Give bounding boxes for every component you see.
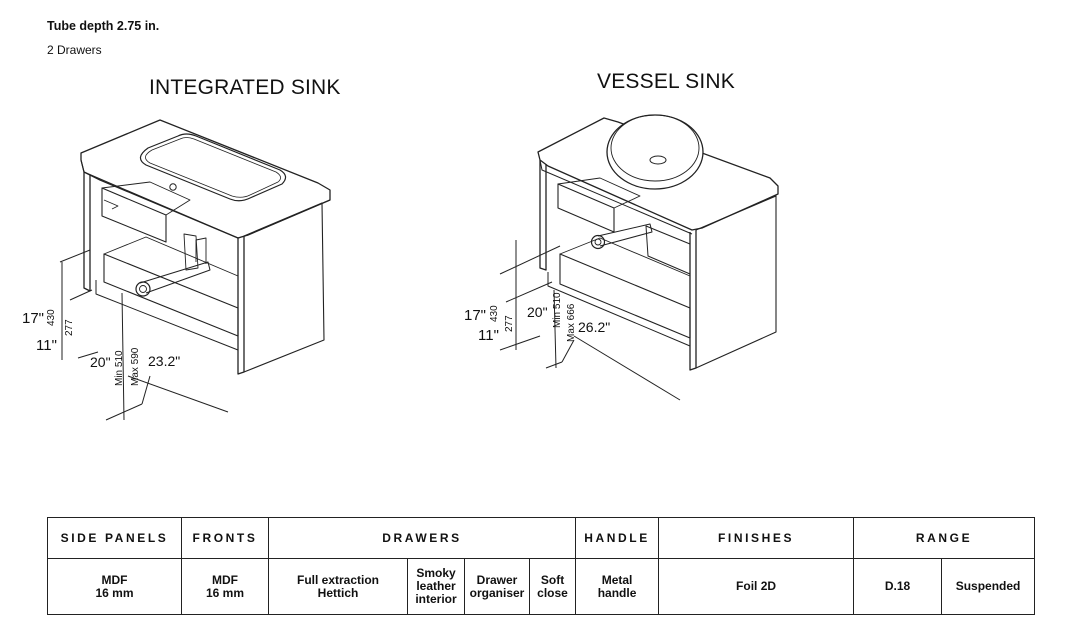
value-line: close <box>537 585 568 600</box>
integrated-countertop <box>80 119 331 239</box>
integrated-right-panel <box>237 236 245 375</box>
header-range: RANGE <box>853 517 1036 559</box>
integrated-dim-max590: Max 590 <box>130 347 141 386</box>
value-drawer-interior: Smoky leather interior <box>407 558 465 615</box>
vessel-dim-277: 277 <box>504 315 515 332</box>
vessel-dim-max666: Max 666 <box>566 303 577 342</box>
header-fronts: FRONTS <box>181 517 269 559</box>
technical-drawings: 17" 11" 430 277 20" Min 510 Max 590 23.2… <box>22 114 779 421</box>
value-line: Soft <box>540 572 565 587</box>
spec-table: SIDE PANELS FRONTS DRAWERS HANDLE FINISH… <box>47 517 1036 615</box>
value-line: 16 mm <box>205 585 245 600</box>
integrated-lower-drawer <box>103 253 239 337</box>
tap-hole <box>169 183 177 191</box>
value-line: interior <box>415 592 457 606</box>
vessel-left-panel <box>539 160 547 271</box>
value-line: MDF <box>212 572 238 587</box>
vessel-right-panel <box>689 230 697 371</box>
value-line: Full extraction <box>296 572 379 587</box>
value-line: Drawer <box>476 572 518 587</box>
vessel-dim-20in: 20" <box>527 304 548 320</box>
value-drawer-organiser: Drawer organiser <box>464 558 530 615</box>
vessel-basin <box>606 114 704 190</box>
integrated-upper-drawer <box>101 187 167 243</box>
vessel-dim-430: 430 <box>489 305 500 322</box>
integrated-dim-min510: Min 510 <box>114 350 125 386</box>
vessel-drain-pipe <box>597 223 653 247</box>
tube-depth-note: Tube depth 2.75 in. <box>47 19 160 33</box>
value-line: organiser <box>469 585 525 600</box>
value-line: leather <box>416 579 456 593</box>
value-fronts: MDF 16 mm <box>181 558 269 615</box>
integrated-dim-23-2in: 23.2" <box>148 353 180 369</box>
value-line: MDF <box>101 572 128 587</box>
vessel-dim-min510: Min 510 <box>552 292 563 328</box>
value-side-panels: MDF 16 mm <box>47 558 182 615</box>
spec-header-row: SIDE PANELS FRONTS DRAWERS HANDLE FINISH… <box>47 517 1036 559</box>
integrated-basin <box>139 133 287 202</box>
vessel-sink-title: VESSEL SINK <box>597 70 735 93</box>
value-line: handle <box>597 585 637 600</box>
integrated-dim-17in: 17" <box>22 310 44 327</box>
value-range-code: D.18 <box>853 558 943 615</box>
value-drawer-close: Soft close <box>528 558 577 615</box>
vessel-dim-17in: 17" <box>464 307 486 324</box>
header-handle: HANDLE <box>575 517 660 559</box>
drawers-count-note: 2 Drawers <box>47 43 102 57</box>
integrated-dim-20in: 20" <box>90 354 111 370</box>
integrated-dim-11in: 11" <box>36 337 57 354</box>
spec-value-row: MDF 16 mm MDF 16 mm Full extraction Hett… <box>47 558 1036 615</box>
integrated-dimension-lines <box>59 249 229 421</box>
value-line: Smoky <box>416 566 456 580</box>
value-line: Metal <box>601 572 633 587</box>
header-drawers: DRAWERS <box>267 517 577 559</box>
value-drawer-extraction: Full extraction Hettich <box>268 558 408 615</box>
header-side-panels: SIDE PANELS <box>47 517 182 559</box>
integrated-dim-430: 430 <box>46 309 57 326</box>
integrated-left-panel <box>83 172 91 292</box>
value-range-type: Suspended <box>941 558 1036 615</box>
vessel-dim-26-2in: 26.2" <box>578 319 610 335</box>
integrated-sink-title: INTEGRATED SINK <box>149 76 341 99</box>
header-finishes: FINISHES <box>658 517 855 559</box>
value-line: 16 mm <box>95 585 134 600</box>
vessel-dim-11in: 11" <box>478 327 499 344</box>
vessel-sink-cabinet <box>499 114 779 401</box>
vessel-dimension-lines <box>499 240 681 401</box>
value-handle: Metal handle <box>575 558 660 615</box>
value-finishes: Foil 2D <box>658 558 855 615</box>
value-line: Hettich <box>317 585 359 600</box>
integrated-dim-277: 277 <box>64 319 75 336</box>
integrated-sink-cabinet <box>59 119 331 421</box>
integrated-drain-pipe <box>139 261 211 294</box>
